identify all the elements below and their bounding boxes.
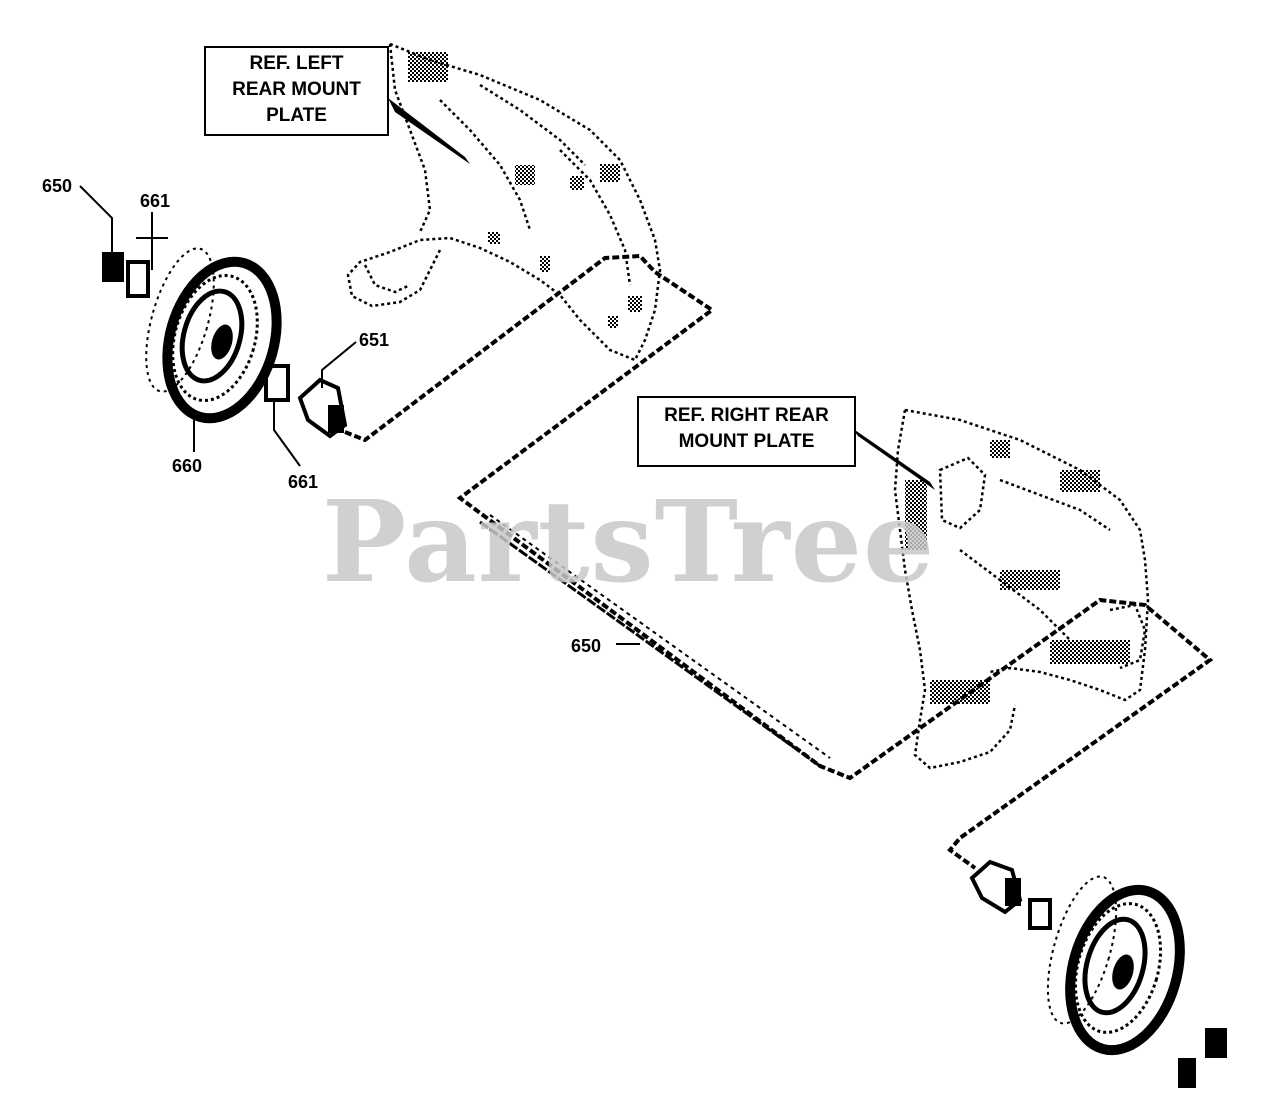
ref-right-rear-mount-plate-label: REF. RIGHT REAR MOUNT PLATE [637,396,856,467]
left-rear-mount-plate [346,42,662,362]
ref-left-rear-mount-plate-label: REF. LEFT REAR MOUNT PLATE [204,46,389,136]
left-plate-dither [408,52,642,328]
right-plate-dither [905,440,1130,704]
callout-660: 660 [172,456,203,476]
right-wheel [1046,875,1185,1056]
axle-rod-heavy-segment-2 [489,514,831,759]
right-hardware [969,859,1227,1088]
left-ref-leader [388,98,470,164]
callout-650-top: 650 [42,176,73,196]
right-ref-leader [852,428,935,490]
left-wheel [145,247,282,424]
leader-lines [79,185,640,645]
nut-650-left [102,252,124,282]
callout-651: 651 [359,330,390,350]
washer-661-left [126,260,150,298]
bushing-651 [297,377,348,439]
left-hardware [102,222,348,439]
callout-661-bottom: 661 [288,472,319,492]
callout-650-middle: 650 [571,636,602,656]
right-rear-mount-plate [893,408,1150,770]
axle-rod [344,253,1214,870]
callout-661-top: 661 [140,191,171,211]
washer-661-inner [264,364,290,402]
axle-rod-heavy-segment [479,520,821,768]
